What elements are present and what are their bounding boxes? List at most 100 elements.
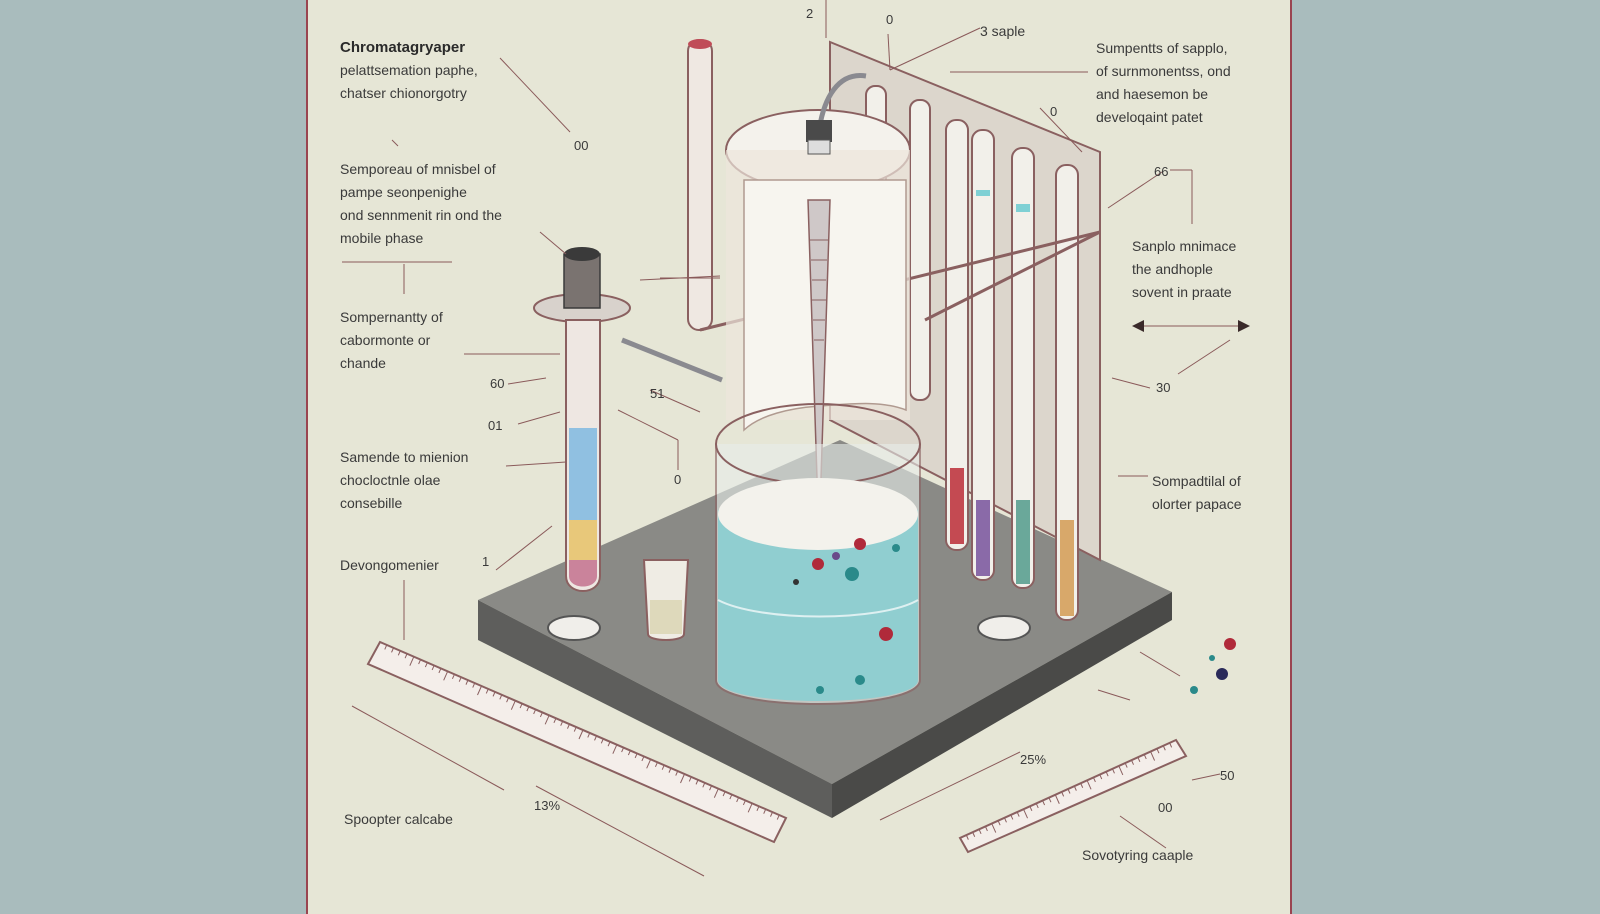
ruler-tick <box>722 791 726 797</box>
ruler-tick <box>397 650 401 656</box>
disk-left <box>547 615 601 641</box>
ruler-tick <box>680 773 685 784</box>
ruler-tick <box>560 720 564 726</box>
num-0-right: 0 <box>1050 104 1058 119</box>
ruler-tick <box>972 832 976 837</box>
ruler-tick <box>1023 808 1028 819</box>
ruler-tick <box>1016 811 1020 817</box>
ruler-tick <box>506 697 510 703</box>
ruler-tick <box>404 653 408 659</box>
ruler-tick <box>431 665 435 671</box>
ruler-tick <box>1131 759 1134 765</box>
ruler-tick <box>763 808 767 814</box>
pipette <box>807 199 831 541</box>
ruler-tick <box>1156 748 1160 754</box>
label-component-quantity: Sompernantty of cabormonte or chande <box>340 309 443 371</box>
ruler-tick <box>1080 783 1084 788</box>
ruler-tick <box>742 800 746 806</box>
ruler-tick <box>1048 797 1052 803</box>
ruler-tick <box>1054 794 1060 804</box>
ruler-tick <box>1118 765 1124 776</box>
ruler-tick <box>472 682 476 688</box>
num-13: 13% <box>534 798 561 813</box>
ruler-tick <box>1086 780 1092 790</box>
ruler-tick <box>607 741 611 747</box>
ruler-tick <box>612 744 618 754</box>
liquid-surface <box>718 478 918 550</box>
ruler-tick <box>756 806 760 811</box>
label-mention: Samende to mienion chocloctnle olae cons… <box>340 449 469 511</box>
ruler-tick <box>409 656 415 666</box>
ruler-tick <box>1169 742 1173 748</box>
ruler-tick <box>391 647 394 653</box>
ruler-tick <box>1004 817 1007 823</box>
num-00-bottom: 00 <box>1158 800 1173 815</box>
ruler-tick <box>451 674 455 679</box>
beaker <box>715 403 921 705</box>
ruler-tick <box>458 676 462 682</box>
ruler-tick <box>384 644 388 650</box>
ruler-tick <box>1150 751 1156 761</box>
ruler-tick <box>578 729 584 740</box>
ruler-tick <box>646 759 652 769</box>
ruler-tick <box>1137 757 1141 762</box>
ruler-tick <box>553 718 557 723</box>
ruler-tick <box>1143 754 1147 760</box>
ruler-tick <box>702 782 706 788</box>
ruler-tick <box>1124 762 1128 768</box>
num-00-left: 00 <box>574 138 589 153</box>
ruler-tick <box>1099 774 1103 780</box>
label-spotting: Sovotyring caaple <box>1082 847 1194 863</box>
num-1: 1 <box>482 554 490 569</box>
num-66: 66 <box>1154 164 1169 179</box>
ruler-tick <box>573 726 577 732</box>
ruler-tick <box>991 823 997 833</box>
ruler-tick <box>499 694 503 700</box>
ruler-tick <box>978 829 982 835</box>
ruler-tick <box>661 764 665 770</box>
ruler-tick <box>1010 814 1014 820</box>
num-60: 60 <box>490 376 505 391</box>
label-mixture: Semporeau of mnisbel of pampe seonpenigh… <box>340 161 502 246</box>
ruler-tick <box>713 788 719 798</box>
ruler-tick <box>438 668 442 674</box>
ruler-tick <box>1061 791 1065 797</box>
leader-lines <box>342 0 1246 877</box>
ruler-tick <box>770 811 773 817</box>
tall-tube <box>687 39 713 331</box>
label-sample-minimace: Sanplo mnimace the andhople sovent in pr… <box>1132 238 1237 300</box>
capillary-connector <box>806 120 832 142</box>
ruler-tick <box>1035 803 1039 809</box>
ruler-tick <box>443 671 449 681</box>
ruler-tick <box>627 750 631 756</box>
label-top-sample: 3 saple <box>980 23 1026 39</box>
platform-front-left <box>478 600 832 818</box>
num-0-mid: 0 <box>674 472 682 487</box>
ruler-tick <box>594 735 597 741</box>
pipette-ticks <box>810 239 828 341</box>
num-51: 51 <box>650 386 665 401</box>
label-development: Devongomenier <box>340 557 439 573</box>
ruler-tick <box>600 738 604 744</box>
ruler-tick <box>695 779 699 785</box>
ruler-tick <box>634 753 638 759</box>
ruler-tick <box>539 712 543 718</box>
rod-lower <box>924 230 1101 322</box>
ruler-tick <box>1092 777 1096 783</box>
ruler-tick <box>736 797 740 803</box>
ruler-tick <box>984 826 988 832</box>
ruler-tick <box>1105 771 1109 777</box>
num-01: 01 <box>488 418 503 433</box>
num-0-top: 0 <box>886 12 894 27</box>
ruler-right <box>958 738 1188 854</box>
ruler-tick <box>587 732 591 738</box>
ruler-tick <box>688 776 692 782</box>
ruler-tick <box>709 785 713 791</box>
ruler-tick <box>747 803 753 813</box>
ruler-tick <box>1162 745 1166 751</box>
arrow-right-head <box>1238 320 1250 332</box>
ruler-tick <box>654 762 658 767</box>
num-30: 30 <box>1156 380 1171 395</box>
label-sample-top: Sumpentts of sapplo, of surnmonentss, on… <box>1096 40 1231 125</box>
test-tube <box>533 247 723 592</box>
